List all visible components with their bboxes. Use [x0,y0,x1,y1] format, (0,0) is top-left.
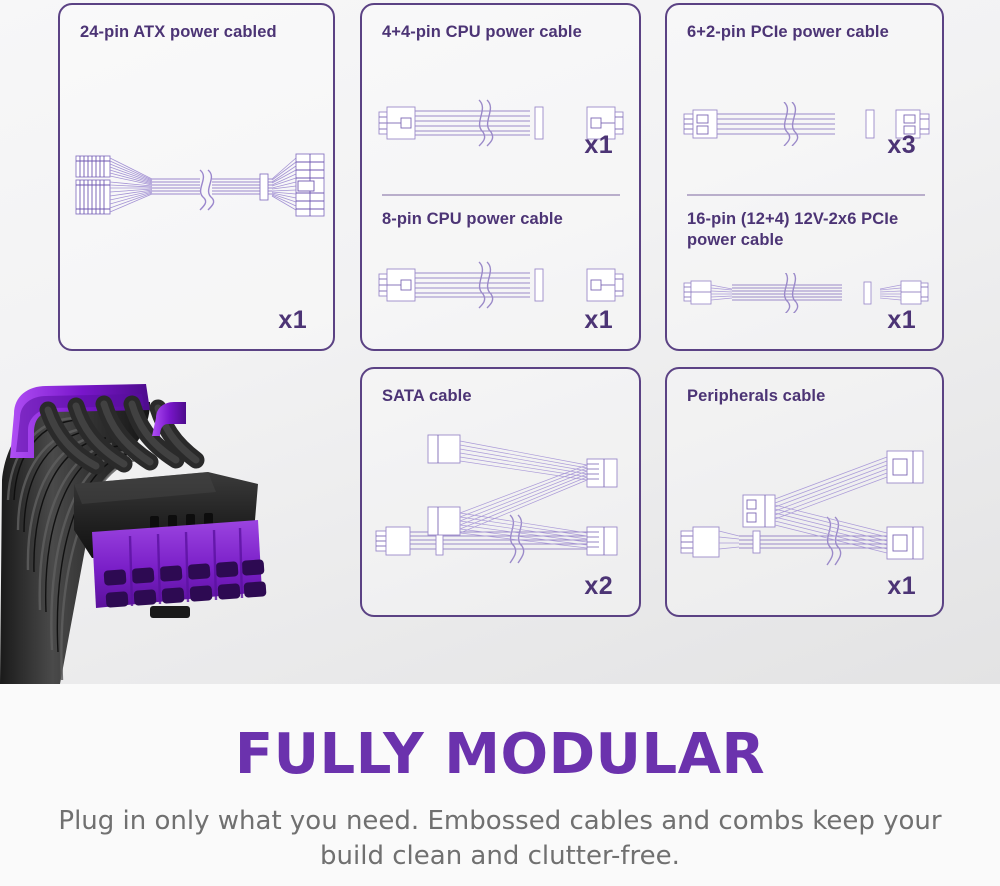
card-title-peripherals: Peripherals cable [687,387,826,405]
card-atx-power-cable: 24-pin ATX power cabled [58,3,335,351]
card-title-pcie-16: 16-pin (12+4) 12V-2x6 PCIe power cable [687,210,899,250]
card-title-cpu-8: 8-pin CPU power cable [382,210,563,228]
pcie-62pin-cable-icon [683,102,930,146]
card-pcie-power-cables: 6+2-pin PCIe power cable [665,3,944,351]
qty-cpu-44: x1 [584,131,613,159]
card-section-divider [382,194,620,196]
qty-sata: x2 [584,572,613,600]
peripherals-cable-icon [680,450,924,566]
feature-caption-panel: FULLY MODULAR Plug in only what you need… [0,684,1000,886]
card-title-cpu-44: 4+4-pin CPU power cable [382,23,582,41]
qty-cpu-8: x1 [584,306,613,334]
cpu-8pin-cable-icon [378,261,624,309]
card-section-divider [687,194,925,196]
card-title-atx: 24-pin ATX power cabled [80,23,277,41]
sleeved-24pin-atx-connector-photo [0,384,267,684]
qty-pcie-16: x1 [887,306,916,334]
card-title-pcie-62: 6+2-pin PCIe power cable [687,23,889,41]
card-cpu-power-cables: 4+4-pin CPU power cable [360,3,641,351]
card-peripherals-cable: Peripherals cable [665,367,944,617]
card-sata-cable: SATA cable [360,367,641,617]
page-subtitle: Plug in only what you need. Embossed cab… [58,806,942,872]
cpu-44pin-cable-icon [378,99,624,147]
qty-peripherals: x1 [887,572,916,600]
card-title-sata: SATA cable [382,387,472,405]
sata-cable-icon [375,434,618,564]
pcie-16pin-cable-icon [683,273,929,313]
qty-pcie-62: x3 [887,131,916,159]
atx-24pin-cable-icon [75,153,325,217]
page-title: FULLY MODULAR [234,722,766,787]
qty-atx: x1 [278,306,307,334]
cable-inventory-panel: 24-pin ATX power cabled [0,0,1000,684]
